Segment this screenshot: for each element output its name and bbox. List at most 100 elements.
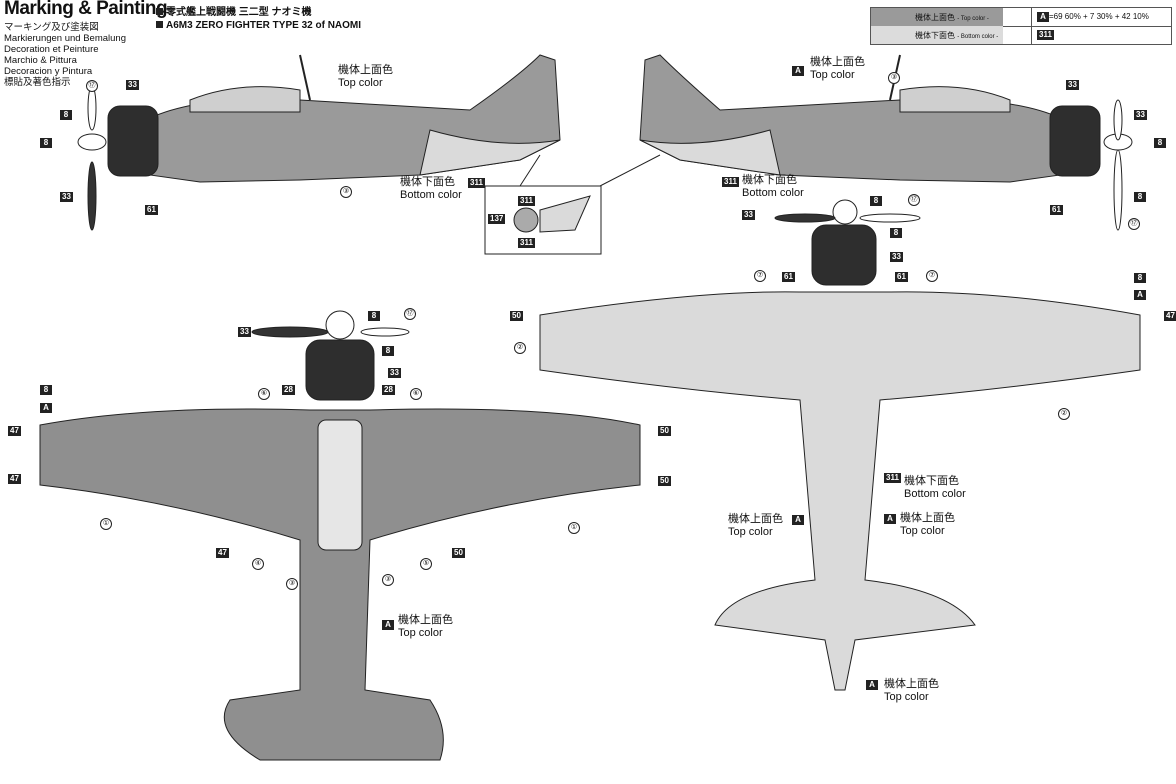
code-tag: A bbox=[40, 403, 52, 413]
code-tag: 311 bbox=[884, 473, 901, 483]
top-view bbox=[39, 310, 641, 761]
label-jp: 機体上面色 bbox=[398, 614, 453, 626]
code-tag: 61 bbox=[145, 205, 158, 215]
code-tag: 50 bbox=[452, 548, 465, 558]
lang-it: Marchio & Pittura bbox=[4, 55, 77, 66]
code-tag: 28 bbox=[382, 385, 395, 395]
code-tag: A bbox=[1134, 290, 1146, 300]
part-callout: ① bbox=[100, 518, 112, 530]
code-tag: 33 bbox=[742, 210, 755, 220]
label-jp: 機体下面色 bbox=[742, 174, 797, 186]
code-tag: 33 bbox=[890, 252, 903, 262]
bottom-color-label: 機体下面色 bbox=[915, 31, 955, 40]
code-tag: 61 bbox=[895, 272, 908, 282]
part-callout: ① bbox=[568, 522, 580, 534]
code-tag: A bbox=[792, 66, 804, 76]
lang-fr: Decoration et Peinture bbox=[4, 44, 99, 55]
lang-jp: マーキング及び塗装図 bbox=[4, 22, 99, 33]
top-color-swatch bbox=[871, 8, 1003, 26]
header-en: A6M3 ZERO FIGHTER TYPE 32 of NAOMI bbox=[166, 20, 362, 31]
label-en: Bottom color bbox=[742, 187, 804, 199]
part-callout: ③ bbox=[340, 186, 352, 198]
wheel-detail-inset bbox=[484, 154, 661, 255]
left-profile-view bbox=[77, 54, 561, 231]
code-tag: 8 bbox=[1134, 192, 1146, 202]
code-tag: 47 bbox=[8, 426, 21, 436]
label-jp: 機体上面色 bbox=[900, 512, 955, 524]
part-callout: ③ bbox=[888, 72, 900, 84]
label-jp: 機体上面色 bbox=[728, 513, 783, 525]
part-callout: ⑰ bbox=[86, 80, 98, 92]
code-tag: 50 bbox=[658, 426, 671, 436]
label-en: Top color bbox=[398, 627, 443, 639]
label-jp: 機体上面色 bbox=[338, 64, 393, 76]
bottom-color-swatch bbox=[871, 26, 1003, 44]
label-en: Top color bbox=[728, 526, 773, 538]
code-tag: 33 bbox=[238, 327, 251, 337]
part-callout: ⑰ bbox=[404, 308, 416, 320]
code-tag: A bbox=[792, 515, 804, 525]
part-callout: ⑰ bbox=[1128, 218, 1140, 230]
code-tag: 61 bbox=[1050, 205, 1063, 215]
label-jp: 機体下面色 bbox=[904, 475, 959, 487]
lang-cn: 標貼及著色指示 bbox=[4, 77, 71, 88]
code-tag: 47 bbox=[216, 548, 229, 558]
code-tag: A bbox=[866, 680, 878, 690]
top-color-mix: =69 60% + 7 30% + 42 10% bbox=[1049, 12, 1149, 21]
label-jp: 機体下面色 bbox=[400, 176, 455, 188]
code-tag: 33 bbox=[388, 368, 401, 378]
code-tag: 8 bbox=[382, 346, 394, 356]
right-profile-view bbox=[639, 54, 1133, 231]
part-callout: ⑦ bbox=[926, 270, 938, 282]
code-tag: 61 bbox=[782, 272, 795, 282]
bottom-view bbox=[539, 199, 1141, 691]
code-tag: 33 bbox=[60, 192, 73, 202]
part-callout: ⑰ bbox=[908, 194, 920, 206]
code-tag: 8 bbox=[870, 196, 882, 206]
header-jp: 零式艦上戦闘機 三二型 ナオミ機 bbox=[166, 7, 312, 18]
code-tag: 311 bbox=[468, 178, 485, 188]
part-callout: ⑥ bbox=[410, 388, 422, 400]
code-tag: 8 bbox=[40, 138, 52, 148]
bottom-color-code: 311 bbox=[1037, 30, 1054, 40]
code-tag: 33 bbox=[126, 80, 139, 90]
part-callout: ⑦ bbox=[754, 270, 766, 282]
code-tag: 33 bbox=[1134, 110, 1147, 120]
bottom-color-sub: - Bottom color - bbox=[957, 34, 999, 40]
color-row-bottom: 機体下面色 - Bottom color - 311 bbox=[871, 26, 1171, 44]
label-en: Top color bbox=[338, 77, 383, 89]
part-callout: ③ bbox=[286, 578, 298, 590]
label-en: Top color bbox=[810, 69, 855, 81]
part-callout: ⑥ bbox=[258, 388, 270, 400]
title-translations: マーキング及び塗装図 Markierungen und Bemalung Dec… bbox=[4, 22, 126, 88]
code-tag: 8 bbox=[1134, 273, 1146, 283]
code-tag: 137 bbox=[488, 214, 506, 224]
code-tag: 28 bbox=[282, 385, 295, 395]
code-tag: 8 bbox=[60, 110, 72, 120]
label-en: Bottom color bbox=[400, 189, 462, 201]
code-tag: 8 bbox=[890, 228, 902, 238]
part-callout: ④ bbox=[252, 558, 264, 570]
code-tag: A bbox=[884, 514, 896, 524]
code-tag: 33 bbox=[1066, 80, 1079, 90]
lang-es: Decoracion y Pintura bbox=[4, 66, 93, 77]
top-color-code: A bbox=[1037, 12, 1049, 22]
color-row-top: 機体上面色 - Top color - A=69 60% + 7 30% + 4… bbox=[871, 8, 1171, 27]
code-tag: 50 bbox=[510, 311, 523, 321]
label-jp: 機体上面色 bbox=[884, 678, 939, 690]
code-tag: 8 bbox=[368, 311, 380, 321]
code-tag: 50 bbox=[658, 476, 671, 486]
aircraft-header: 零式艦上戦闘機 三二型 ナオミ機 A6M3 ZERO FIGHTER TYPE … bbox=[156, 6, 361, 32]
top-color-sub: - Top color - bbox=[957, 16, 989, 22]
code-tag: 8 bbox=[40, 385, 52, 395]
label-en: Top color bbox=[884, 691, 929, 703]
